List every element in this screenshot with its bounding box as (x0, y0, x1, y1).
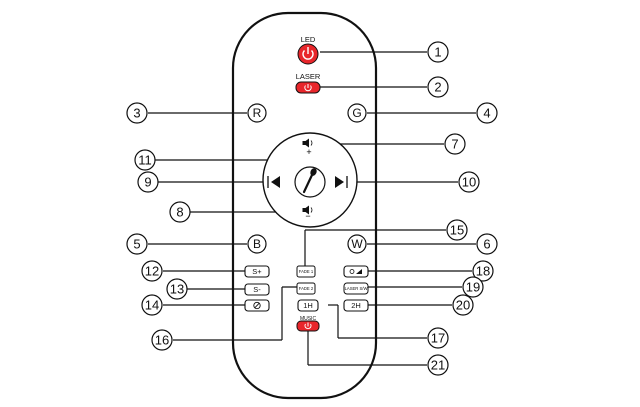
next-track-icon (335, 176, 348, 188)
svg-text:2H: 2H (351, 301, 361, 310)
no-sound-button[interactable] (244, 299, 270, 312)
svg-text:6: 6 (483, 237, 490, 252)
svg-text:18: 18 (476, 264, 490, 279)
laser-label: LASER (296, 72, 321, 81)
callout-18: 18 (472, 260, 494, 282)
svg-text:LASER S/W: LASER S/W (345, 286, 368, 291)
callout-8: 8 (169, 201, 191, 223)
led-label: LED (301, 35, 316, 44)
callout-12: 12 (141, 260, 163, 282)
power-icon (304, 84, 312, 92)
svg-text:11: 11 (138, 153, 152, 168)
svg-text:1H: 1H (303, 301, 313, 310)
callout-21: 21 (427, 354, 449, 376)
b-button[interactable]: B (247, 234, 267, 254)
svg-text:R: R (253, 106, 262, 120)
callout-11: 11 (134, 149, 156, 171)
svg-text:7: 7 (451, 137, 458, 152)
callout-16: 16 (151, 329, 173, 351)
svg-text:FADE 2: FADE 2 (299, 286, 314, 291)
svg-text:FADE 1: FADE 1 (299, 269, 314, 274)
callout-4: 4 (476, 102, 498, 124)
callout-9: 9 (137, 171, 159, 193)
callout-14: 14 (141, 294, 163, 316)
svg-text:13: 13 (170, 282, 184, 297)
callout-3: 3 (126, 102, 148, 124)
svg-text:B: B (253, 237, 261, 251)
svg-text:W: W (351, 237, 363, 251)
1h-timer-button[interactable]: 1H (297, 299, 319, 312)
plus-label: + (306, 147, 311, 157)
music-label: MUSIC (300, 316, 317, 322)
microphone-icon (302, 168, 317, 194)
w-button[interactable]: W (347, 234, 367, 254)
next-button[interactable] (335, 176, 348, 188)
callout-13: 13 (166, 278, 188, 300)
speaker-icon (302, 205, 313, 215)
led-power-button[interactable] (297, 43, 319, 65)
mode-button[interactable] (343, 265, 369, 278)
volume-down-button[interactable]: − (302, 205, 313, 222)
svg-text:15: 15 (450, 223, 464, 238)
svg-text:21: 21 (431, 358, 445, 373)
svg-text:S-: S- (253, 285, 261, 294)
laser-power-button[interactable] (295, 81, 321, 94)
minus-label: − (305, 211, 310, 221)
mode-icon (349, 269, 362, 274)
svg-text:S+: S+ (252, 267, 262, 276)
svg-text:2: 2 (434, 80, 441, 95)
callout-5: 5 (126, 233, 148, 255)
svg-text:3: 3 (133, 106, 140, 121)
speaker-icon (302, 138, 313, 148)
volume-up-button[interactable]: + (302, 138, 313, 158)
svg-text:9: 9 (144, 175, 151, 190)
callout-15: 15 (446, 219, 468, 241)
svg-text:12: 12 (145, 264, 159, 279)
callout-1: 1 (427, 41, 449, 63)
svg-text:20: 20 (456, 298, 470, 313)
laser-sw-button[interactable]: LASER S/W (343, 282, 369, 295)
2h-timer-button[interactable]: 2H (343, 299, 369, 312)
r-button[interactable]: R (247, 103, 267, 123)
callout-17: 17 (427, 327, 449, 349)
svg-text:5: 5 (133, 237, 140, 252)
svg-text:4: 4 (483, 106, 490, 121)
callout-19: 19 (462, 276, 484, 298)
callout-20: 20 (452, 294, 474, 316)
svg-text:1: 1 (434, 45, 441, 60)
svg-text:10: 10 (462, 175, 476, 190)
fade-1-button[interactable]: FADE 1 (296, 265, 316, 278)
fade-2-button[interactable]: FADE 2 (296, 282, 316, 295)
leader-lines (148, 51, 476, 366)
music-power-button[interactable] (296, 320, 320, 332)
callout-7: 7 (444, 133, 466, 155)
callout-10: 10 (458, 171, 480, 193)
svg-text:19: 19 (466, 280, 480, 295)
no-sound-icon (253, 301, 261, 310)
prev-button[interactable] (267, 176, 280, 188)
speed-down-button[interactable]: S- (244, 283, 270, 296)
svg-text:16: 16 (155, 333, 169, 348)
power-icon (304, 322, 312, 330)
mic-button[interactable] (294, 166, 326, 198)
svg-text:17: 17 (431, 331, 445, 346)
callout-6: 6 (476, 233, 498, 255)
speed-up-button[interactable]: S+ (244, 265, 270, 278)
svg-text:G: G (352, 106, 361, 120)
prev-track-icon (267, 176, 280, 188)
svg-text:8: 8 (176, 205, 183, 220)
svg-text:14: 14 (145, 298, 159, 313)
power-icon (302, 47, 314, 60)
callout-2: 2 (427, 76, 449, 98)
g-button[interactable]: G (347, 103, 367, 123)
